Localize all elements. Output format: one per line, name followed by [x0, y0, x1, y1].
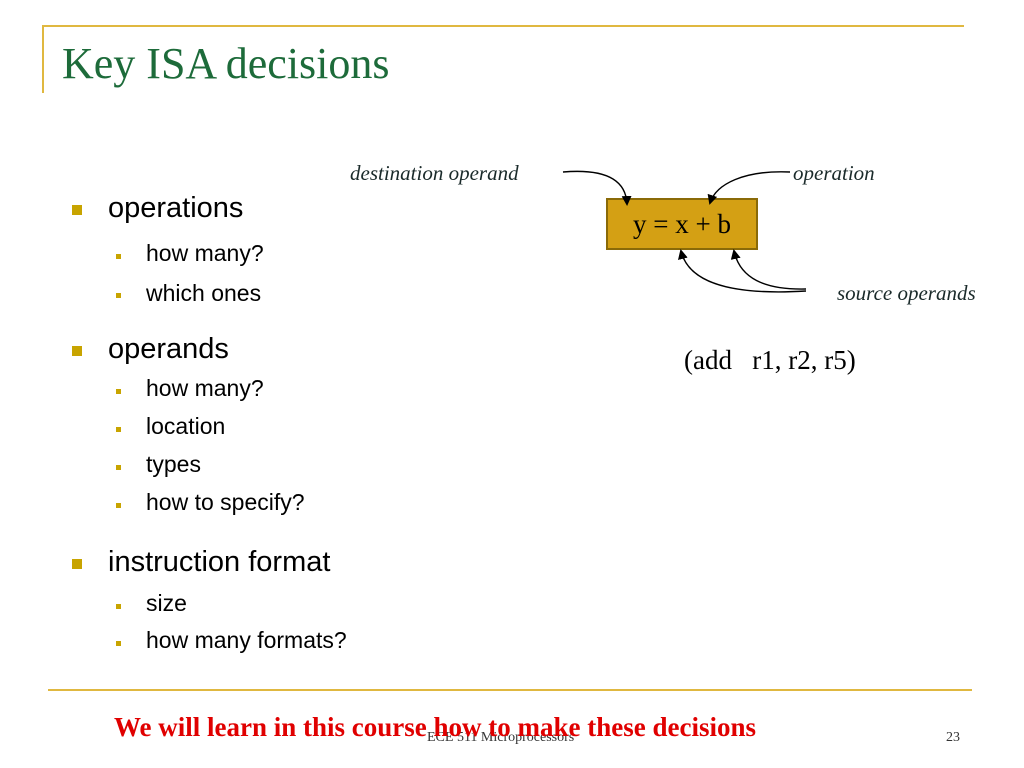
equation-text: y = x + b — [633, 208, 731, 239]
bullet-marker — [72, 559, 82, 569]
sub-bullet-marker — [116, 503, 121, 508]
arrow-source-b — [730, 249, 807, 290]
label-source-operands: source operands — [837, 281, 976, 305]
sub-bullet-marker — [116, 427, 121, 432]
sub-bullet-format-size: size — [146, 590, 187, 616]
bullet-instruction-format: instruction format — [108, 546, 331, 578]
sub-bullet-marker — [116, 293, 121, 298]
assembly-example: (add r1, r2, r5) — [684, 345, 856, 375]
sub-bullet-format-how-many-formats: how many formats? — [146, 627, 347, 653]
arrow-operation — [707, 171, 791, 205]
footer-course-name: ECE 511 Microprocessors — [427, 730, 575, 745]
label-operation: operation — [793, 161, 875, 185]
bottom-note: We will learn in this course how to make… — [114, 712, 756, 742]
sub-bullet-marker — [116, 389, 121, 394]
label-destination-operand: destination operand — [350, 161, 519, 185]
sub-bullet-marker — [116, 604, 121, 609]
sub-bullet-operations-how-many: how many? — [146, 240, 264, 266]
sub-bullet-marker — [116, 641, 121, 646]
footer-divider — [48, 689, 972, 691]
bullet-marker — [72, 205, 82, 215]
arrow-destination-operand — [562, 170, 632, 206]
sub-bullet-operations-which-ones: which ones — [146, 280, 262, 306]
bullet-operands: operands — [108, 333, 229, 365]
sub-bullet-operands-how-to-specify: how to specify? — [146, 489, 305, 515]
bullet-marker — [72, 346, 82, 356]
arrow-source-x — [678, 249, 807, 293]
frame-top-line — [42, 25, 964, 27]
sub-bullet-marker — [116, 465, 121, 470]
frame-left-line — [42, 25, 44, 93]
sub-bullet-operands-how-many: how many? — [146, 375, 264, 401]
sub-bullet-marker — [116, 254, 121, 259]
slide-title: Key ISA decisions — [62, 39, 390, 88]
sub-bullet-operands-location: location — [146, 413, 226, 439]
equation-box: y = x + b — [606, 198, 758, 250]
page-number: 23 — [946, 730, 960, 745]
bullet-operations: operations — [108, 192, 244, 224]
sub-bullet-operands-types: types — [146, 451, 201, 477]
